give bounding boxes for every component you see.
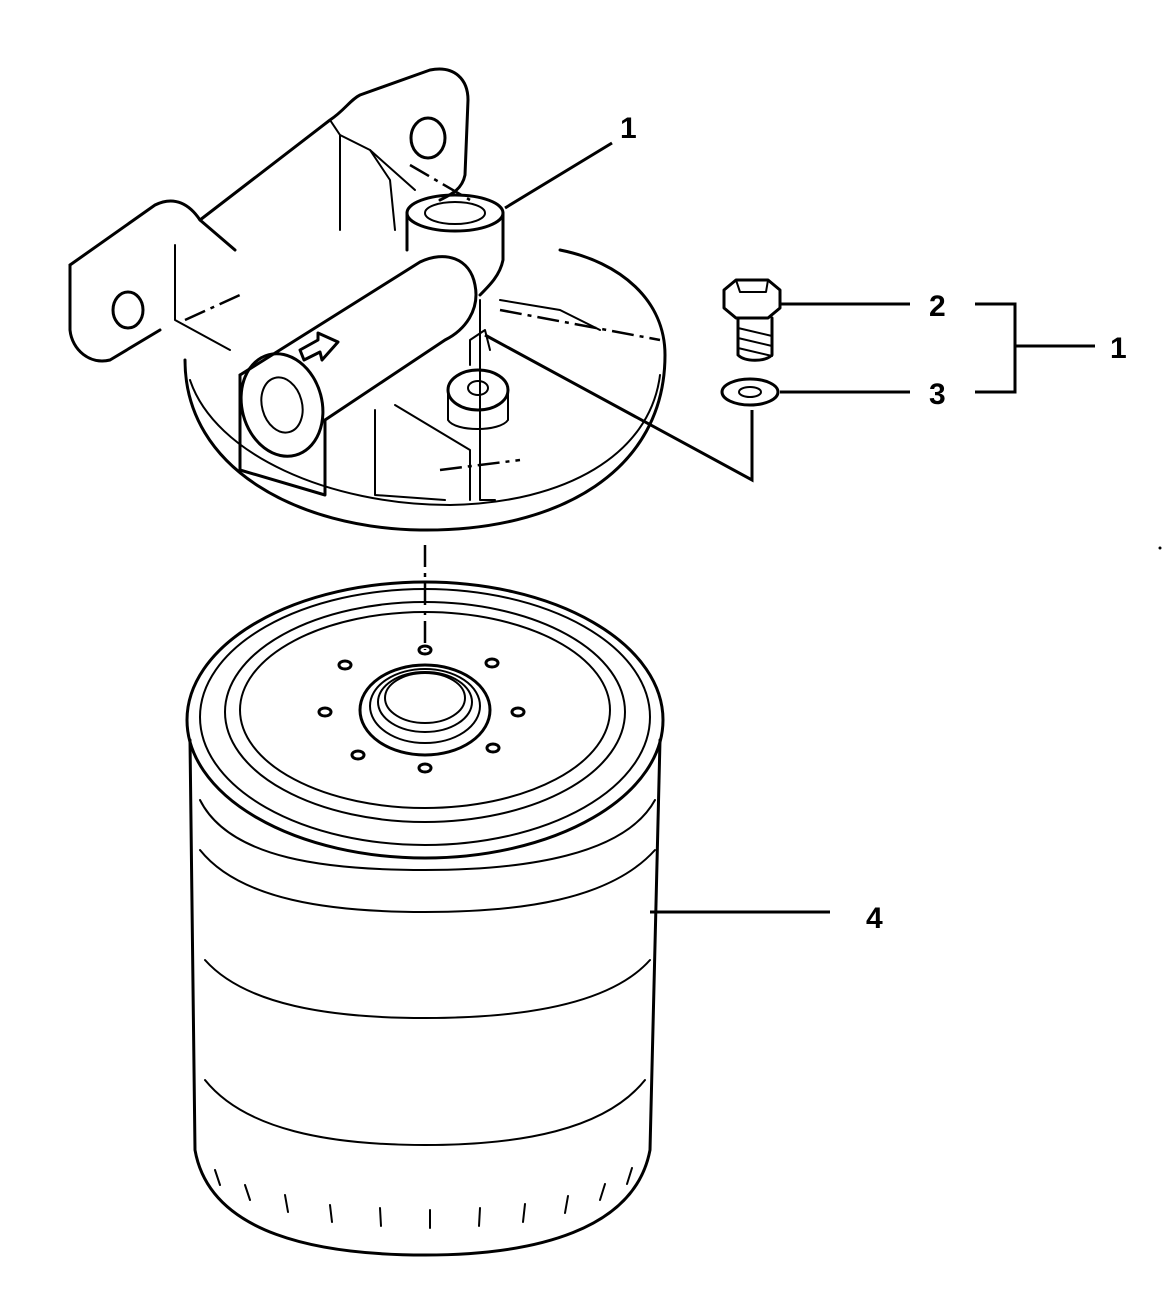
drain-bolt xyxy=(722,278,782,362)
callout-2-bolt: 2 xyxy=(929,290,946,323)
callout-leaders xyxy=(504,141,1095,914)
callout-4-filter-element: 4 xyxy=(866,902,883,935)
washer-guide-line xyxy=(484,333,754,483)
speck xyxy=(1158,546,1162,550)
leader-1-head xyxy=(504,141,613,210)
callout-1-filter-head: 1 xyxy=(620,112,637,145)
filter-head xyxy=(68,67,667,532)
washer xyxy=(720,377,780,407)
callout-3-washer: 3 xyxy=(929,378,946,411)
bracket-assembly xyxy=(975,302,1095,394)
callout-1-assembly: 1 xyxy=(1110,332,1127,365)
filter-element xyxy=(185,545,665,1257)
